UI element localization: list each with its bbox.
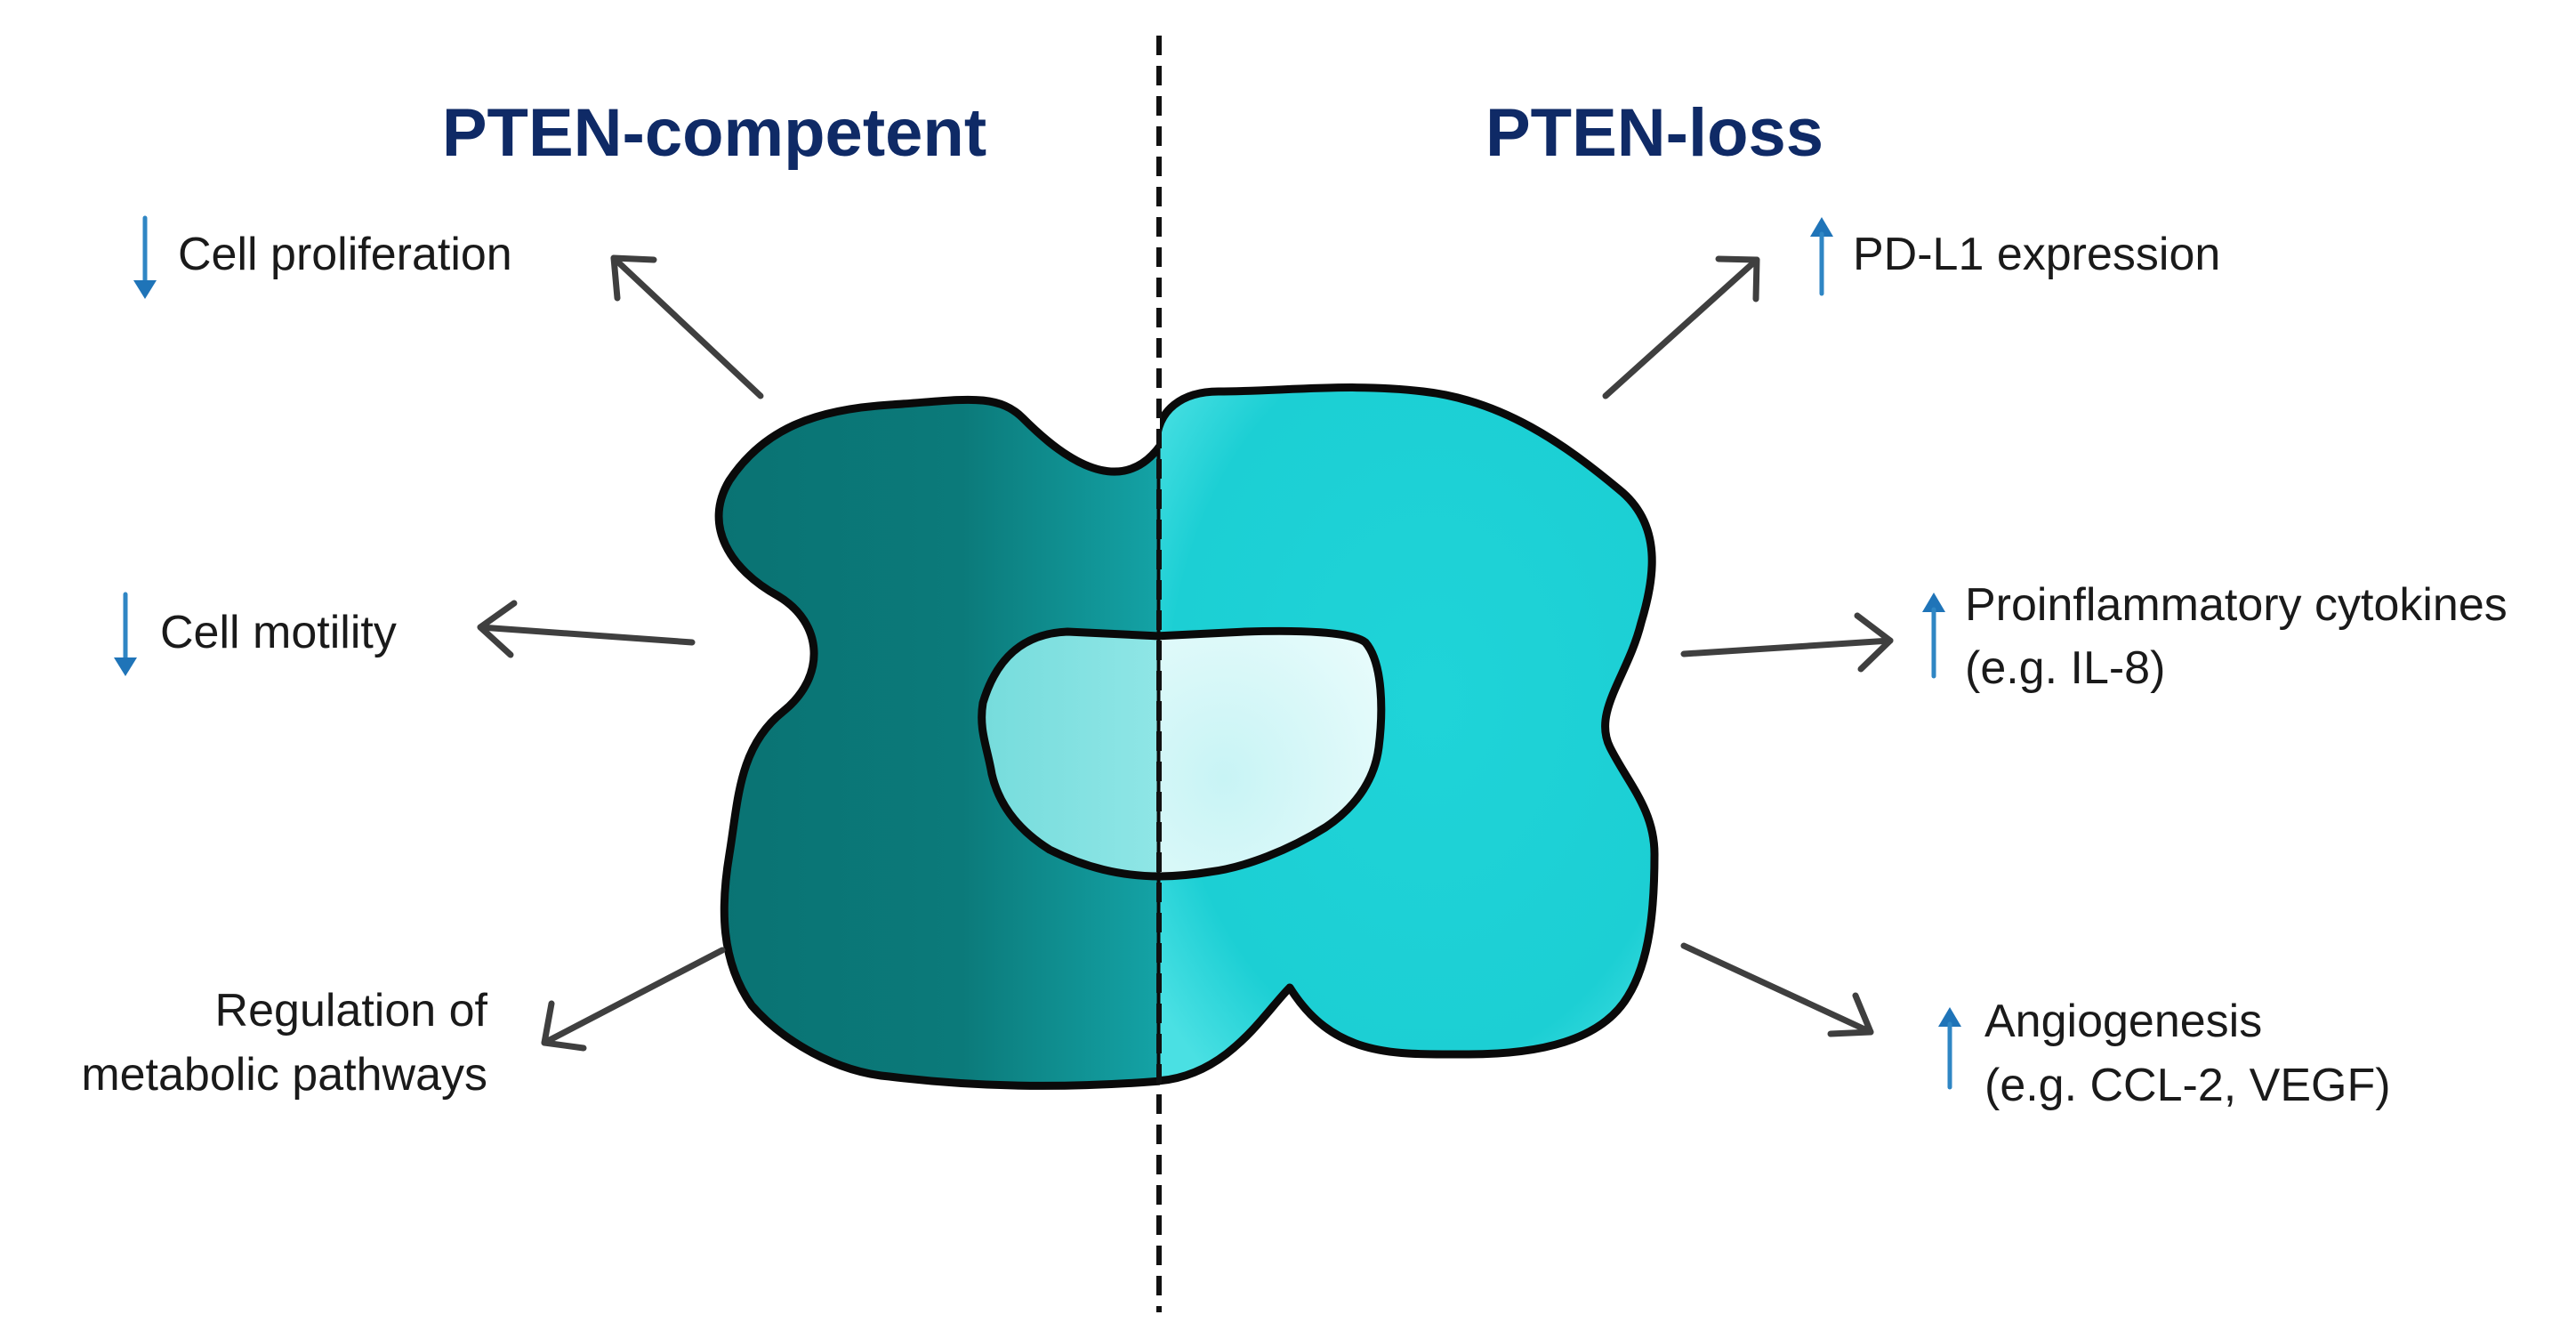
cell-right-half bbox=[1160, 383, 1659, 1085]
effect-arrow-angiogenesis bbox=[1680, 942, 1874, 1037]
down-arrow-icon bbox=[114, 592, 137, 676]
label-angiogenesis: Angiogenesis bbox=[1984, 996, 2262, 1047]
nucleus-right bbox=[1160, 626, 1386, 881]
label-regulation-of: Regulation of bbox=[215, 985, 488, 1037]
label-proinflammatory-cytokines: Proinflammatory cytokines bbox=[1965, 579, 2508, 631]
heading-pten-competent: PTEN-competent bbox=[442, 95, 986, 171]
label-ccl2-vegf: (e.g. CCL-2, VEGF) bbox=[1984, 1060, 2391, 1111]
label-metabolic-pathways: metabolic pathways bbox=[81, 1049, 487, 1101]
up-arrow-icon bbox=[1938, 1007, 1961, 1090]
effect-arrow-metabolic bbox=[541, 947, 726, 1052]
cell-left-half bbox=[714, 395, 1160, 1090]
effect-arrow-cell-motility bbox=[477, 600, 696, 658]
label-cell-proliferation: Cell proliferation bbox=[178, 229, 512, 280]
label-il-8: (e.g. IL-8) bbox=[1965, 642, 2165, 694]
down-arrow-icon bbox=[133, 215, 157, 299]
effect-arrow-cytokines bbox=[1680, 612, 1894, 673]
label-pd-l1-expression: PD-L1 expression bbox=[1853, 229, 2220, 280]
nucleus-left bbox=[978, 627, 1160, 881]
up-arrow-icon bbox=[1922, 593, 1945, 679]
up-arrow-icon bbox=[1810, 217, 1833, 296]
heading-pten-loss: PTEN-loss bbox=[1485, 95, 1823, 171]
cell-body-left bbox=[714, 395, 1160, 1090]
effect-arrow-cell-proliferation bbox=[610, 254, 764, 399]
label-cell-motility: Cell motility bbox=[160, 607, 397, 658]
effect-arrow-pd-l1 bbox=[1602, 255, 1760, 399]
cell-body-right bbox=[1160, 383, 1659, 1085]
